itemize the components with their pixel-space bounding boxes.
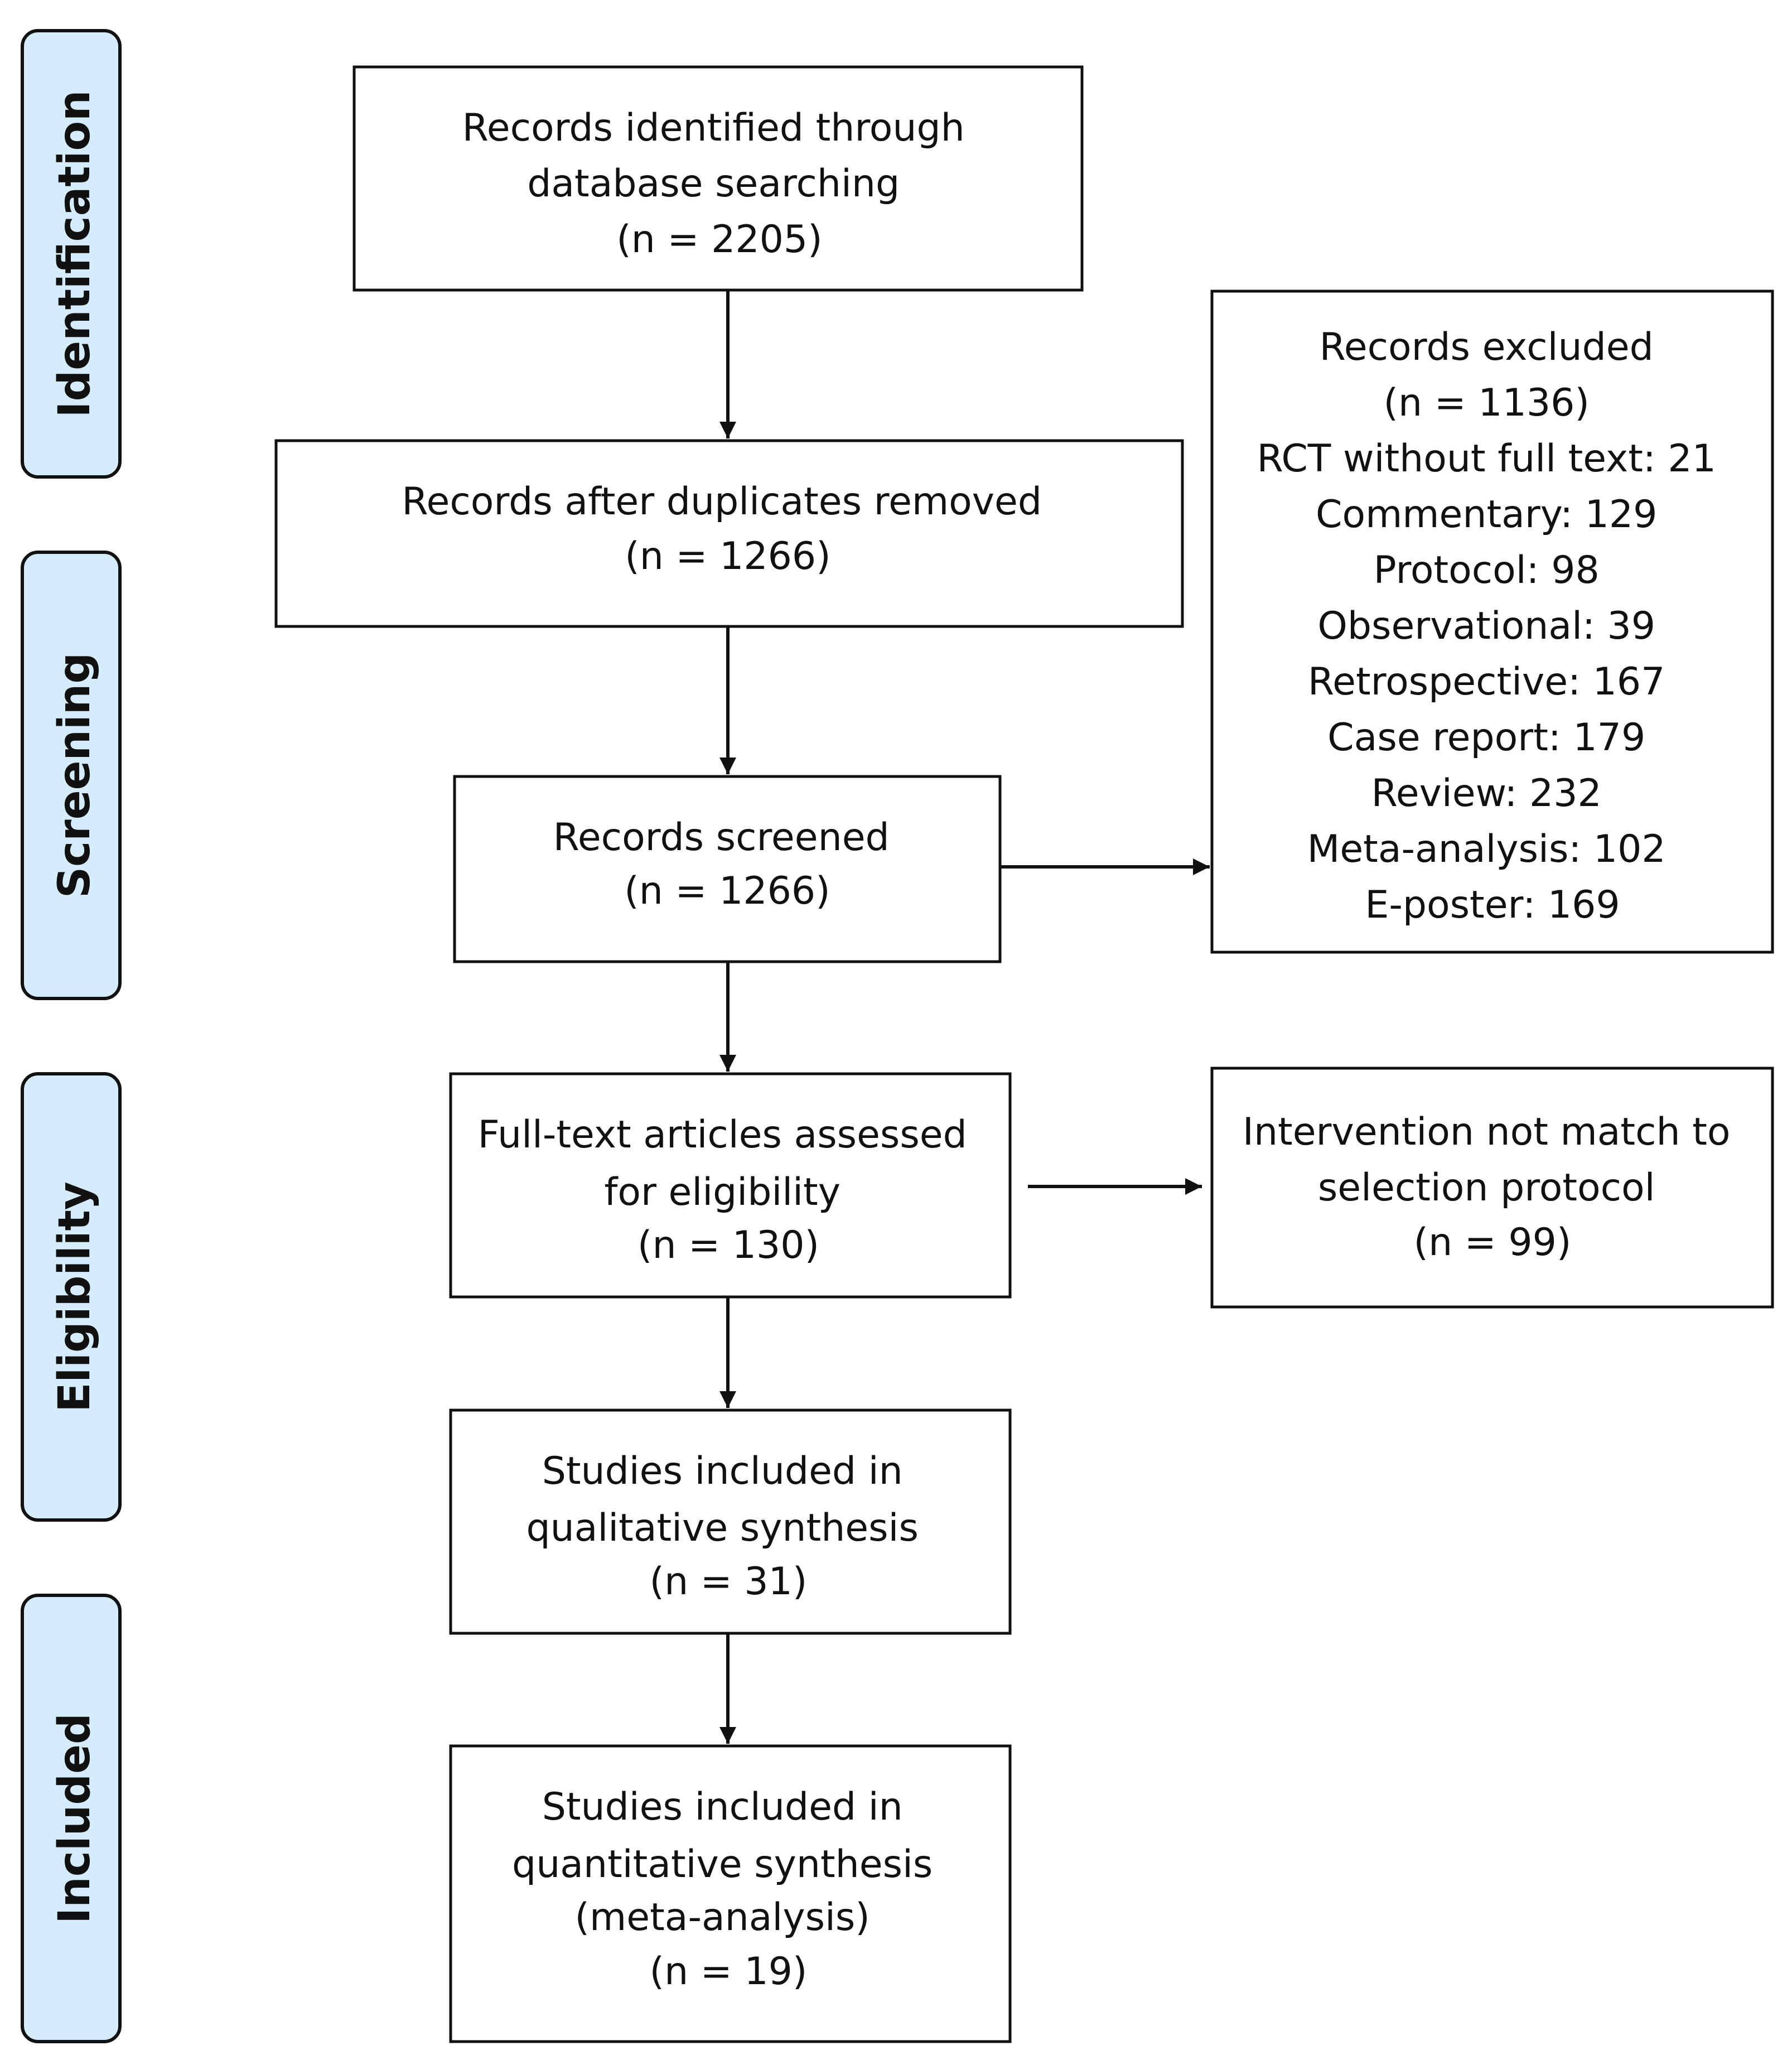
box-qualitative-synthesis-line: Studies included in <box>542 1449 903 1493</box>
box-records-identified-line: database searching <box>527 162 900 206</box>
box-records-excluded-frame <box>1210 290 1774 954</box>
svg-text:Records screened (n = 12: Records screened (n = 1266) <box>553 816 902 913</box>
box-records-excluded-item: Observational: 39 <box>1317 604 1655 648</box>
box-after-duplicates-count: (n = 1266) <box>625 534 830 578</box>
stage-identification-pill <box>21 29 122 479</box>
box-after-duplicates-frame <box>274 439 1184 628</box>
box-quantitative-synthesis-line: quantitative synthesis <box>512 1842 933 1887</box>
box-full-text-assessed: Full-text articles assessed for eligibil… <box>449 1072 1012 1299</box>
box-full-text-assessed-line: for eligibility <box>604 1170 841 1214</box>
box-quantitative-synthesis-frame <box>449 1744 1012 2043</box>
box-records-identified-count: (n = 2205) <box>616 218 822 262</box>
box-records-identified-line: Records identified through <box>462 106 965 150</box>
stage-identification: Identification <box>21 29 122 479</box>
stage-eligibility: Eligibility <box>21 1072 122 1522</box>
box-records-identified: Records identified through database sear… <box>352 65 1084 292</box>
box-records-excluded-item: Case report: 179 <box>1327 716 1645 760</box>
box-qualitative-synthesis-count: (n = 31) <box>650 1560 808 1604</box>
box-records-excluded-title: Records excluded <box>1320 325 1654 369</box>
stage-identification-label: Identification <box>50 90 100 417</box>
box-full-text-assessed-frame <box>449 1072 1012 1299</box>
box-not-match-line: Intervention not match to <box>1243 1110 1731 1154</box>
box-after-duplicates: Records after duplicates removed (n = 12… <box>274 439 1184 628</box>
box-qualitative-synthesis-line: qualitative synthesis <box>526 1506 918 1550</box>
box-records-excluded-item: E-poster: 169 <box>1365 883 1620 927</box>
stage-included-pill <box>21 1594 122 2043</box>
box-quantitative-synthesis-count: (n = 19) <box>650 1950 808 1994</box>
box-records-excluded-item: Protocol: 98 <box>1374 548 1600 592</box>
box-records-screened: Records screened (n = 1266) <box>453 775 1002 963</box>
box-after-duplicates-line: Records after duplicates removed <box>402 480 1042 524</box>
box-not-match-line: selection protocol <box>1318 1166 1655 1210</box>
svg-text:Studies included in quan: Studies included in quantitative synthes… <box>512 1785 945 1994</box>
box-not-match-frame <box>1210 1067 1774 1309</box>
stage-eligibility-label: Eligibility <box>50 1181 100 1412</box>
svg-text:Studies included in qual: Studies included in qualitative synthesi… <box>526 1449 930 1604</box>
stage-included: Included <box>21 1594 122 2043</box>
box-records-excluded-item: Commentary: 129 <box>1316 493 1657 537</box>
box-records-screened-line: Records screened <box>553 816 890 860</box>
box-records-excluded-item: Meta-analysis: 102 <box>1307 827 1666 871</box>
stage-screening: Screening <box>21 551 122 1000</box>
box-full-text-assessed-count: (n = 130) <box>637 1223 819 1267</box>
stage-eligibility-pill <box>21 1072 122 1522</box>
box-not-match: Intervention not match to selection prot… <box>1210 1067 1774 1309</box>
svg-text:Records excluded (n = 11: Records excluded (n = 1136) RCT without … <box>1257 325 1728 927</box>
box-quantitative-synthesis-line: Studies included in <box>542 1785 903 1829</box>
box-records-screened-frame <box>453 775 1002 963</box>
box-records-excluded-item: Review: 232 <box>1371 771 1602 816</box>
svg-text:Full-text articles assessed: Full-text articles assessed for eligibil… <box>478 1113 979 1267</box>
box-records-screened-count: (n = 1266) <box>624 869 830 913</box>
box-records-identified-frame <box>352 65 1084 292</box>
box-records-excluded-item: RCT without full text: 21 <box>1257 437 1716 481</box>
box-qualitative-synthesis: Studies included in qualitative synthesi… <box>449 1408 1012 1635</box>
svg-text:Records identified through: Records identified through database sear… <box>462 106 977 262</box>
box-qualitative-synthesis-frame <box>449 1408 1012 1635</box>
box-records-excluded-count: (n = 1136) <box>1383 381 1589 425</box>
stage-screening-pill <box>21 551 122 1000</box>
box-quantitative-synthesis: Studies included in quantitative synthes… <box>449 1744 1012 2043</box>
box-records-excluded: Records excluded (n = 1136) RCT without … <box>1210 290 1774 954</box>
svg-text:Records after duplicates remov: Records after duplicates removed (n = 12… <box>402 480 1054 578</box>
svg-text:Intervention not match to: Intervention not match to selection prot… <box>1243 1110 1742 1265</box>
box-quantitative-synthesis-line: (meta-analysis) <box>575 1895 870 1940</box>
box-records-excluded-item: Retrospective: 167 <box>1308 660 1665 704</box>
stage-included-label: Included <box>50 1713 100 1924</box>
box-not-match-count: (n = 99) <box>1414 1220 1572 1265</box>
stage-screening-label: Screening <box>50 653 100 898</box>
box-full-text-assessed-line: Full-text articles assessed <box>478 1113 967 1157</box>
